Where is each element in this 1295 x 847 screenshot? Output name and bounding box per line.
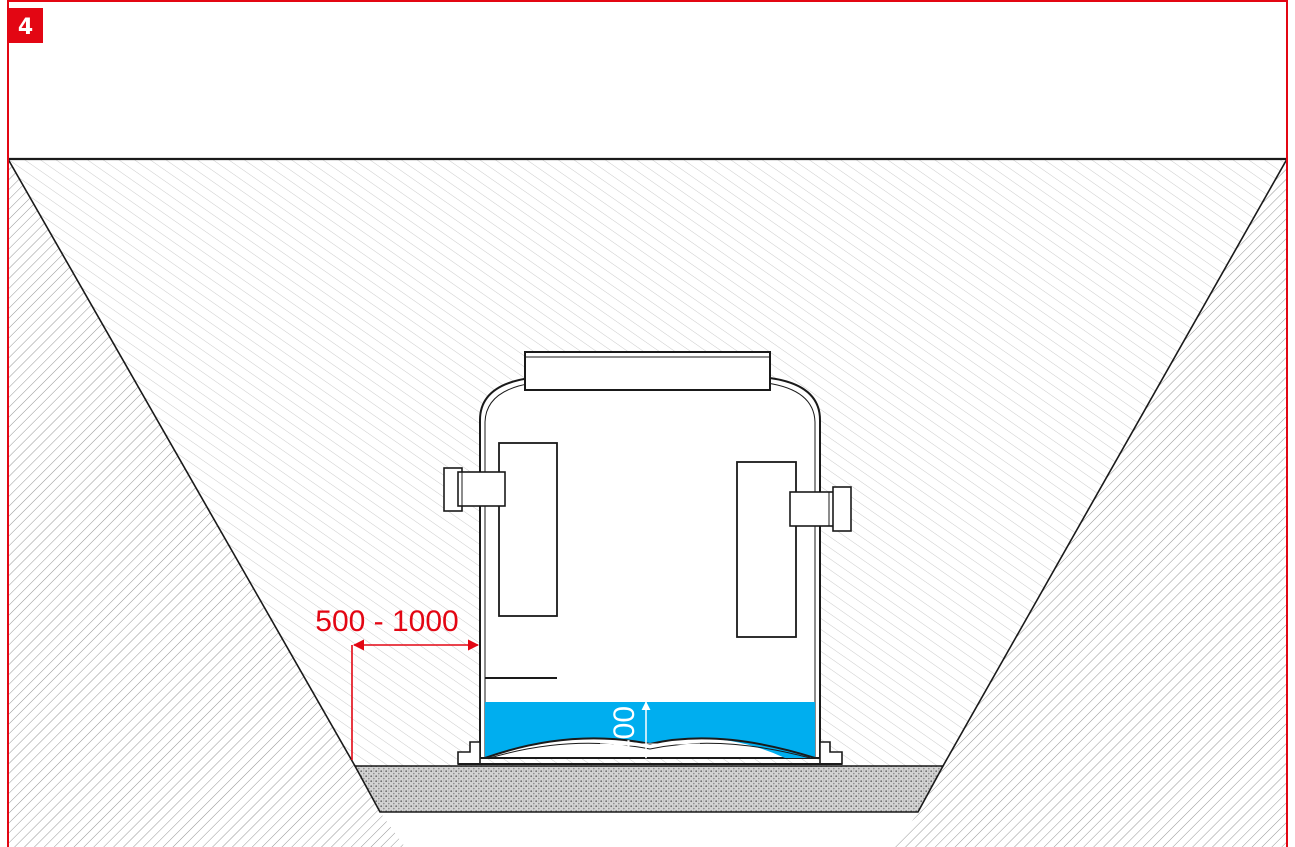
step-number: 4 bbox=[18, 15, 33, 40]
inlet-pipe bbox=[443, 467, 506, 512]
baffle-left bbox=[498, 442, 558, 617]
native-soil-right bbox=[895, 159, 1287, 847]
water-depth-dimension: 400 bbox=[600, 701, 700, 759]
gravel-base bbox=[353, 765, 945, 813]
baffle-right bbox=[736, 461, 797, 638]
native-soil-left bbox=[8, 159, 405, 847]
clearance-label: 500 - 1000 bbox=[315, 605, 458, 638]
tank bbox=[457, 351, 843, 765]
water-depth-label: 400 bbox=[608, 706, 641, 756]
excavation-slope-right bbox=[942, 158, 1287, 767]
tank-lid bbox=[524, 351, 771, 391]
step-badge: 4 bbox=[8, 8, 43, 43]
clearance-dimension: 500 - 1000 bbox=[315, 605, 480, 760]
outlet-pipe bbox=[789, 486, 852, 532]
excavation-slope-left bbox=[8, 158, 356, 767]
diagram-frame bbox=[7, 0, 1288, 847]
